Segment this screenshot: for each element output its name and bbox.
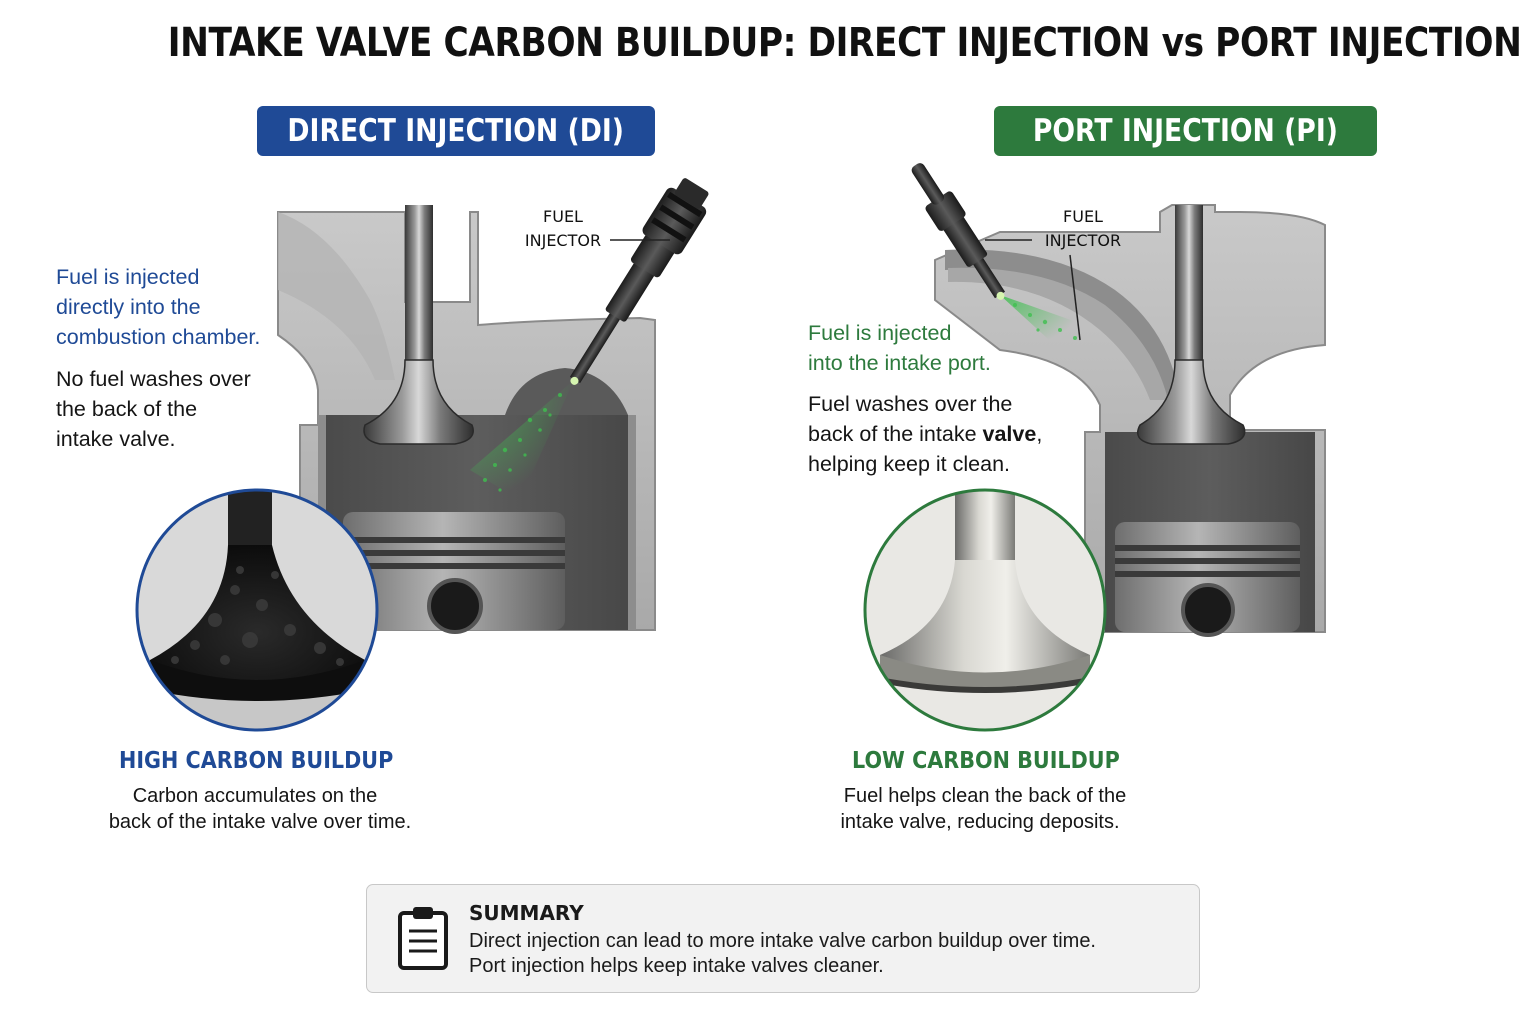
summary-title: SUMMARY — [469, 901, 584, 925]
di-result-text: Carbon accumulates on the back of the in… — [108, 785, 412, 833]
di-result-title: HIGH CARBON BUILDUP — [119, 748, 394, 774]
di-engine-cutaway — [277, 178, 709, 634]
clipboard-icon — [398, 907, 448, 970]
pi-clean-valve-closeup — [863, 488, 1107, 732]
page-title: INTAKE VALVE CARBON BUILDUP: DIRECT INJE… — [167, 20, 1522, 66]
pi-description-dark: Fuel washes over the back of the intake … — [808, 392, 1043, 476]
summary-box: SUMMARY Direct injection can lead to mor… — [366, 884, 1200, 993]
summary-line-2: Port injection helps keep intake valves … — [469, 955, 884, 977]
pi-result-title: LOW CARBON BUILDUP — [852, 748, 1120, 774]
summary-line-1: Direct injection can lead to more intake… — [469, 930, 1096, 952]
pi-fuel-injector — [911, 163, 1006, 300]
pi-badge: PORT INJECTION (PI) — [994, 106, 1377, 156]
pi-description-green: Fuel is injected into the intake port. — [808, 321, 991, 375]
pi-result-text: Fuel helps clean the back of the intake … — [840, 785, 1127, 833]
di-badge: DIRECT INJECTION (DI) — [257, 106, 655, 156]
di-fuel-injector — [569, 178, 709, 385]
di-injector-label: FUEL INJECTOR — [524, 207, 602, 250]
pi-injector-label: FUEL INJECTOR — [1044, 207, 1122, 250]
di-description-dark: No fuel washes over the back of the inta… — [56, 367, 251, 451]
pi-engine-cutaway — [911, 163, 1326, 637]
di-description-blue: Fuel is injected directly into the combu… — [56, 265, 261, 349]
